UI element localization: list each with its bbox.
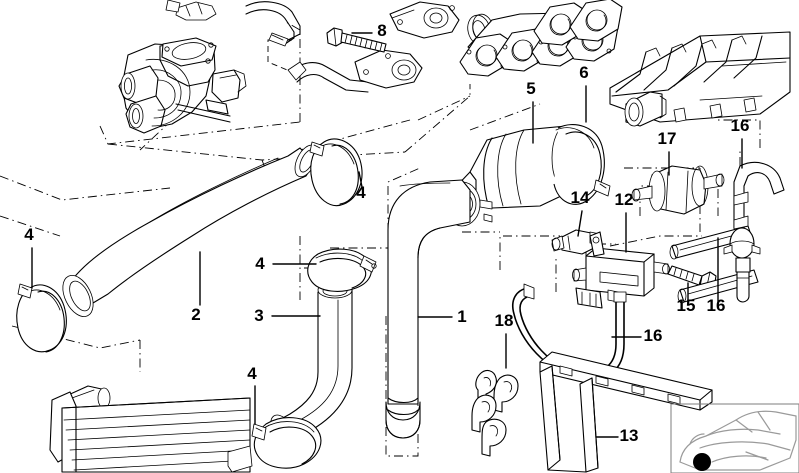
callout-numbers: 1 2 3 4 4 4 4 5 6 8 12 13 14 15 16 16 16… bbox=[24, 21, 749, 445]
mounting-bracket-13 bbox=[539, 351, 713, 473]
callout-number-4b: 4 bbox=[356, 183, 366, 202]
turbo-mount-flange-lower bbox=[354, 49, 423, 89]
callout-number-8: 8 bbox=[377, 21, 386, 40]
callout-number-4c: 4 bbox=[255, 254, 265, 273]
charge-pipe-main-1 bbox=[385, 179, 471, 439]
gasket-port bbox=[495, 28, 549, 72]
callout-number-17: 17 bbox=[658, 129, 677, 148]
callout-number-4d: 4 bbox=[247, 364, 257, 383]
hex-bolt-8 bbox=[326, 27, 387, 53]
callout-number-4a: 4 bbox=[24, 225, 34, 244]
oil-line-fittings bbox=[165, 0, 217, 21]
callout-number-15: 15 bbox=[677, 296, 696, 315]
callout-number-2: 2 bbox=[191, 305, 200, 324]
vent-valve-assembly bbox=[723, 161, 785, 303]
callout-number-14: 14 bbox=[571, 188, 590, 207]
intercooler bbox=[49, 385, 253, 473]
callout-leader-lines bbox=[31, 32, 743, 438]
callout-number-12: 12 bbox=[615, 190, 634, 209]
turbocharger-assembly bbox=[118, 37, 247, 134]
intake-manifold bbox=[609, 31, 791, 127]
pressure-converter-12 bbox=[572, 231, 670, 309]
oil-feed-line bbox=[287, 61, 369, 93]
hose-clamp-4-left bbox=[16, 283, 67, 353]
callout-number-1: 1 bbox=[457, 307, 466, 326]
pressure-hose-2 bbox=[62, 144, 318, 317]
callout-number-5: 5 bbox=[526, 79, 535, 98]
non-return-valve-17 bbox=[631, 165, 725, 215]
exhaust-manifold-gasket-set bbox=[459, 0, 623, 77]
callout-number-16c: 16 bbox=[644, 326, 663, 345]
vehicle-location-inset bbox=[670, 403, 799, 473]
hose-clamp-4-bottom bbox=[251, 417, 322, 469]
turbo-mount-flange-upper bbox=[389, 1, 460, 39]
callout-number-3: 3 bbox=[254, 306, 263, 325]
vehicle-silhouette bbox=[679, 410, 797, 471]
gasket-port bbox=[569, 0, 623, 42]
inset-border bbox=[670, 403, 799, 473]
hose-clamp-6 bbox=[553, 124, 611, 205]
callout-number-16a: 16 bbox=[731, 116, 750, 135]
callout-number-6: 6 bbox=[579, 63, 588, 82]
callout-number-16b: 16 bbox=[707, 296, 726, 315]
callout-number-13: 13 bbox=[620, 426, 639, 445]
hose-clamp-4-mid bbox=[307, 248, 377, 292]
oil-return-line bbox=[245, 1, 301, 47]
callout-number-18: 18 bbox=[495, 311, 514, 330]
hose-clamp-4-top bbox=[309, 138, 363, 206]
retaining-clip-set-18 bbox=[471, 369, 519, 457]
location-marker-dot bbox=[693, 453, 711, 471]
